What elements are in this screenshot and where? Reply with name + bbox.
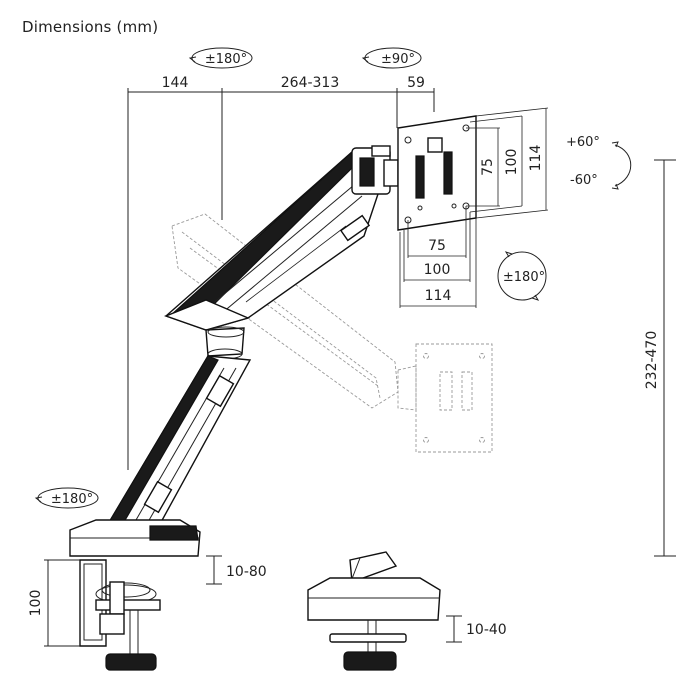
grommet-base: 10-40 (307, 551, 507, 671)
reach-head-label: 59 (407, 75, 425, 91)
rotation-top-right-label: ±90° (381, 52, 415, 67)
vesa-dimensions: 75 100 114 75 100 114 (399, 107, 549, 308)
vesa-plate (397, 115, 477, 231)
tilt-down-label: -60° (570, 173, 598, 188)
height-range-label: 232-470 (644, 331, 660, 390)
diagram-title: Dimensions (mm) (22, 18, 159, 36)
tilt-joint (351, 145, 399, 195)
vesa-vertical-100: 100 (504, 149, 520, 176)
clamp-height-label: 100 (28, 590, 44, 617)
rotation-badge-top-left: ±180° (188, 47, 253, 69)
tilt-indicator: +60° -60° (566, 135, 632, 190)
ghost-arm-lowered (171, 213, 493, 453)
rotation-top-left-label: ±180° (205, 52, 247, 67)
clamp-base: 100 10-80 (28, 519, 267, 671)
clamp-desk-label: 10-80 (226, 564, 267, 580)
lower-arm (106, 355, 252, 525)
vesa-horizontal-100: 100 (424, 262, 451, 278)
grommet-desk-label: 10-40 (466, 622, 507, 638)
reach-arm-label: 264-313 (281, 75, 340, 91)
rotation-badge-base: ±180° (34, 487, 99, 509)
reach-dimension: 144 264-313 59 (127, 75, 435, 470)
tilt-up-label: +60° (566, 135, 600, 150)
rotation-base-label: ±180° (51, 492, 93, 507)
reach-inner-label: 144 (162, 75, 189, 91)
rotation-badge-plate: ±180° (497, 251, 547, 301)
vesa-vertical-75: 75 (480, 158, 496, 176)
vesa-horizontal-75: 75 (428, 238, 446, 254)
vesa-vertical-114: 114 (528, 145, 544, 172)
rotation-plate-label: ±180° (503, 270, 545, 285)
height-range-dimension: 232-470 (644, 159, 676, 557)
rotation-badge-top-right: ±90° (361, 47, 422, 69)
vesa-horizontal-114: 114 (425, 288, 452, 304)
elbow-joint (205, 326, 245, 360)
